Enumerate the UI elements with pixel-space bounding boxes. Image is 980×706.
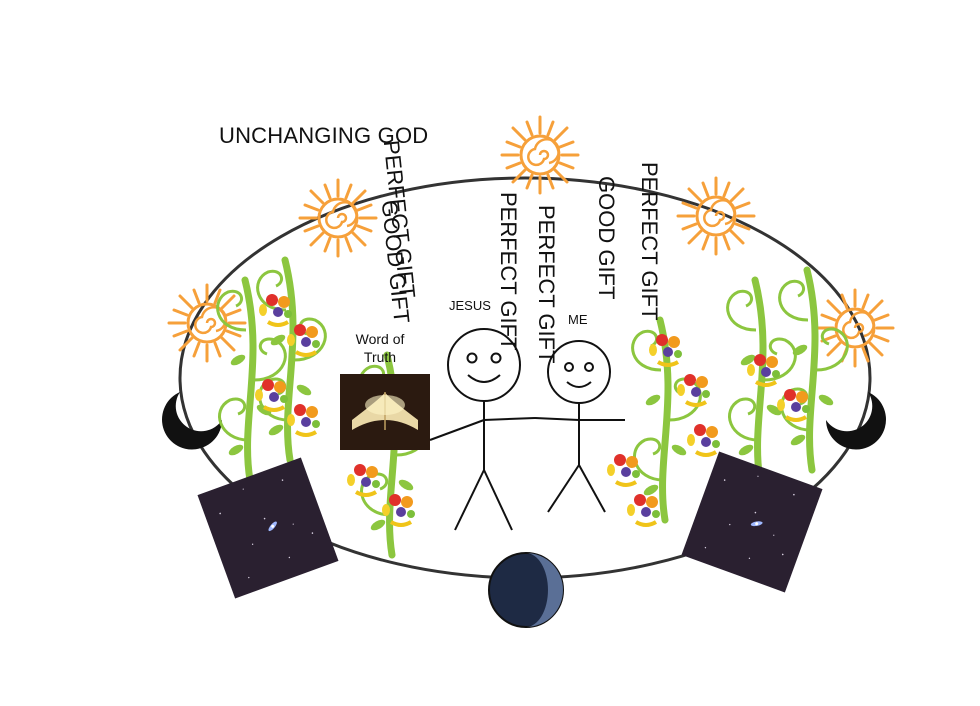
me-label: ME [568,312,588,327]
jesus-label: JESUS [449,298,491,313]
sun-icon [167,283,247,363]
title-label: UNCHANGING GOD [219,123,429,148]
fruit-vine-icon [258,260,326,460]
vertical-gift-label: PERFECT GIFT [637,162,662,321]
word-of-truth-label: Word of Truth [355,331,405,365]
sun-icon [676,176,756,256]
sun-icon [500,115,580,195]
stick-figure-icon [534,340,625,513]
night-sky-square-icon [197,457,339,599]
vertical-gift-label: PERFECT GIFT [496,192,521,351]
vertical-gift-label: GOOD GIFT [594,176,619,300]
stick-figure-icon [429,328,536,531]
crescent-moon-icon [162,392,222,450]
night-sky-square-icon [681,451,823,593]
sun-icon [298,178,378,258]
crescent-moon-icon [826,392,886,450]
vertical-gift-label: PERFECT GIFT [534,205,559,364]
earth-globe-icon [488,552,564,628]
bible-book-icon [340,374,430,450]
